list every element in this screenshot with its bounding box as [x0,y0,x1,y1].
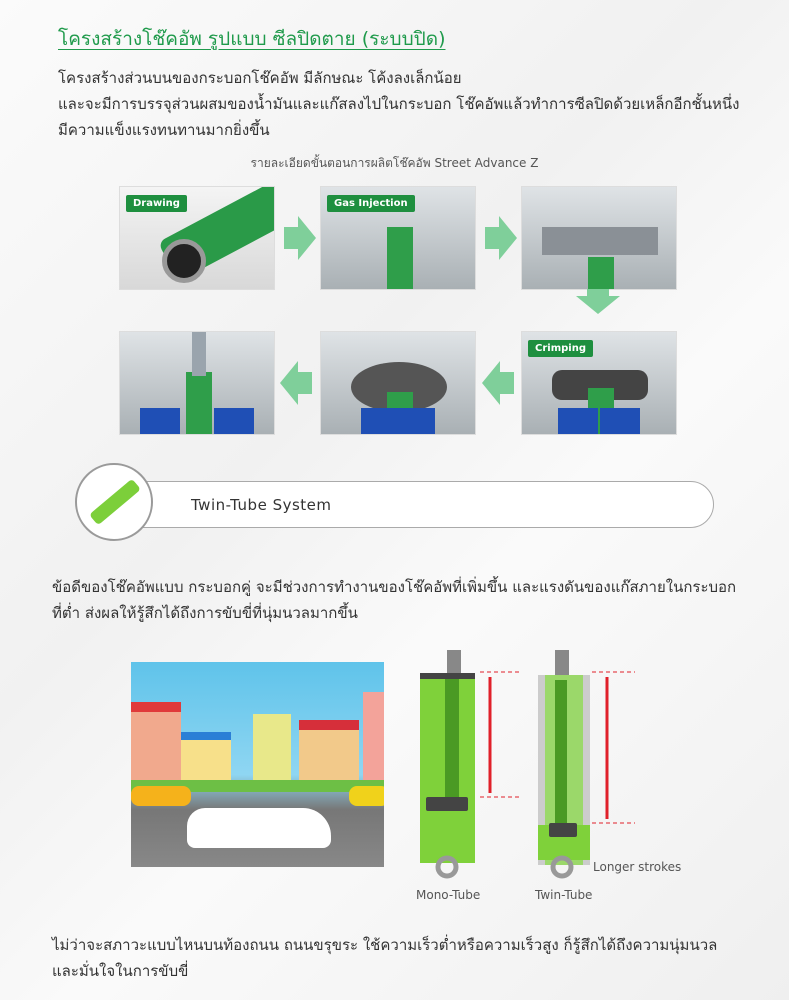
process-caption: รายละเอียดขั้นตอนการผลิตโช๊คอัพ Street A… [250,156,539,170]
shock-comparison-diagram [420,650,635,879]
arrow-down-icon [576,296,620,314]
arrow-right-icon [284,216,316,260]
photo-crimp-closeup [320,331,476,435]
photo-crimp-setup [521,186,677,290]
advantage-line-2: ที่ต่ำ ส่งผลให้รู้สึกได้ถึงการขับขี่ที่น… [52,604,358,622]
arrow-left-icon [280,361,312,405]
twin-tube-label: Twin-Tube [535,888,593,902]
arrow-left-icon [482,361,514,405]
closing-line-2: และมั่นใจในการขับขี่ [52,962,189,980]
step-label-crimping: Crimping [528,340,593,357]
intro-line-1: โครงสร้างส่วนบนของกระบอกโช๊คอัพ มีลักษณะ… [58,69,462,87]
photo-drawing: Drawing [119,186,275,290]
step-label-gas-injection: Gas Injection [327,195,415,212]
photo-crimping: Crimping [521,331,677,435]
intro-line-2: และจะมีการบรรจุส่วนผสมของน้ำมันและแก๊สลง… [58,95,740,113]
page-title: โครงสร้างโช๊คอัพ รูปแบบ ซีลปิดตาย (ระบบป… [58,28,446,50]
intro-line-3: มีความแข็งแรงทนทานมากยิ่งขึ้น [58,121,270,139]
arrow-right-icon [485,216,517,260]
banner-title: Twin-Tube System [191,496,332,514]
closing-line-1: ไม่ว่าจะสภาวะแบบไหนบนท้องถนน ถนนขรุขระ ใ… [52,936,718,954]
photo-finished [119,331,275,435]
mono-tube-label: Mono-Tube [416,888,481,902]
city-road-illustration [131,662,384,867]
photo-gas-injection: Gas Injection [320,186,476,290]
longer-strokes-label: Longer strokes [593,860,682,874]
twin-tube-banner: Twin-Tube System [80,481,714,528]
step-label-drawing: Drawing [126,195,187,212]
shock-absorber-icon [75,463,153,541]
advantage-line-1: ข้อดีของโช๊คอัพแบบ กระบอกคู่ จะมีช่วงการ… [52,578,737,596]
